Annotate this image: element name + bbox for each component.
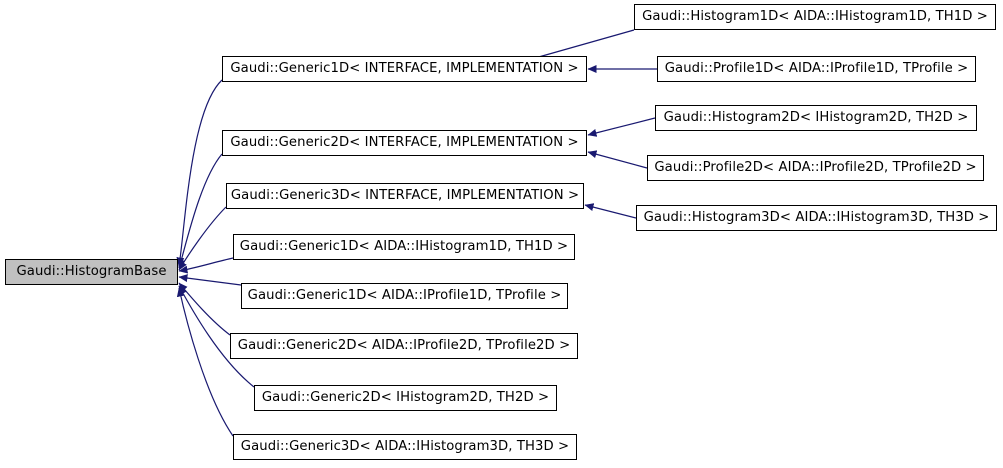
class-node-generic2d-iface[interactable]: Gaudi::Generic2D< INTERFACE, IMPLEMENTAT…	[222, 130, 587, 156]
inheritance-edge	[176, 287, 234, 437]
class-node-histogram2d[interactable]: Gaudi::Histogram2D< IHistogram2D, TH2D >	[655, 105, 977, 131]
class-node-label: Gaudi::Generic1D< INTERFACE, IMPLEMENTAT…	[230, 61, 579, 77]
inheritance-edge	[176, 79, 223, 267]
inheritance-edge	[178, 206, 227, 271]
class-node-label: Gaudi::Generic2D< AIDA::IProfile2D, TPro…	[237, 338, 571, 354]
class-node-label: Gaudi::Profile1D< AIDA::IProfile1D, TPro…	[664, 61, 969, 77]
inheritance-edges	[176, 29, 657, 437]
inheritance-edge	[587, 150, 648, 169]
class-node-label: Gaudi::Histogram1D< AIDA::IHistogram1D, …	[642, 9, 988, 25]
class-node-label: Gaudi::Generic1D< AIDA::IHistogram1D, TH…	[239, 239, 569, 255]
class-node-histogrambase[interactable]: Gaudi::HistogramBase	[5, 259, 178, 285]
class-node-generic1d-prof1d[interactable]: Gaudi::Generic1D< AIDA::IProfile1D, TPro…	[241, 283, 568, 309]
class-node-generic3d-iface[interactable]: Gaudi::Generic3D< INTERFACE, IMPLEMENTAT…	[226, 183, 584, 209]
inheritance-edge	[178, 274, 242, 286]
class-node-histogram1d[interactable]: Gaudi::Histogram1D< AIDA::IHistogram1D, …	[634, 4, 996, 30]
class-node-label: Gaudi::Histogram2D< IHistogram2D, TH2D >	[663, 110, 969, 126]
class-node-label: Gaudi::HistogramBase	[16, 264, 167, 280]
inheritance-edge	[178, 257, 234, 274]
class-node-label: Gaudi::Generic2D< INTERFACE, IMPLEMENTAT…	[230, 135, 579, 151]
class-node-generic2d-hist2d[interactable]: Gaudi::Generic2D< IHistogram2D, TH2D >	[254, 385, 557, 411]
class-node-label: Gaudi::Histogram3D< AIDA::IHistogram3D, …	[643, 210, 990, 226]
inheritance-edge	[584, 203, 637, 219]
class-node-generic2d-prof2d[interactable]: Gaudi::Generic2D< AIDA::IProfile2D, TPro…	[230, 333, 578, 359]
class-node-label: Gaudi::Generic2D< IHistogram2D, TH2D >	[261, 390, 550, 406]
class-node-generic1d-hist1d[interactable]: Gaudi::Generic1D< AIDA::IHistogram1D, TH…	[233, 234, 575, 260]
class-node-profile2d[interactable]: Gaudi::Profile2D< AIDA::IProfile2D, TPro…	[647, 155, 984, 181]
inheritance-edge	[178, 282, 231, 336]
class-node-profile1d[interactable]: Gaudi::Profile1D< AIDA::IProfile1D, TPro…	[657, 56, 976, 82]
inheritance-edge	[177, 153, 223, 269]
class-node-label: Gaudi::Profile2D< AIDA::IProfile2D, TPro…	[654, 160, 977, 176]
class-node-label: Gaudi::Generic3D< AIDA::IHistogram3D, TH…	[240, 439, 570, 455]
class-node-label: Gaudi::Generic3D< INTERFACE, IMPLEMENTAT…	[230, 188, 580, 204]
class-node-histogram3d[interactable]: Gaudi::Histogram3D< AIDA::IHistogram3D, …	[636, 205, 997, 231]
class-node-generic3d-hist3d[interactable]: Gaudi::Generic3D< AIDA::IHistogram3D, TH…	[233, 434, 577, 460]
class-node-label: Gaudi::Generic1D< AIDA::IProfile1D, TPro…	[247, 288, 562, 304]
class-node-generic1d-iface[interactable]: Gaudi::Generic1D< INTERFACE, IMPLEMENTAT…	[222, 56, 587, 82]
inheritance-edge	[587, 117, 656, 137]
